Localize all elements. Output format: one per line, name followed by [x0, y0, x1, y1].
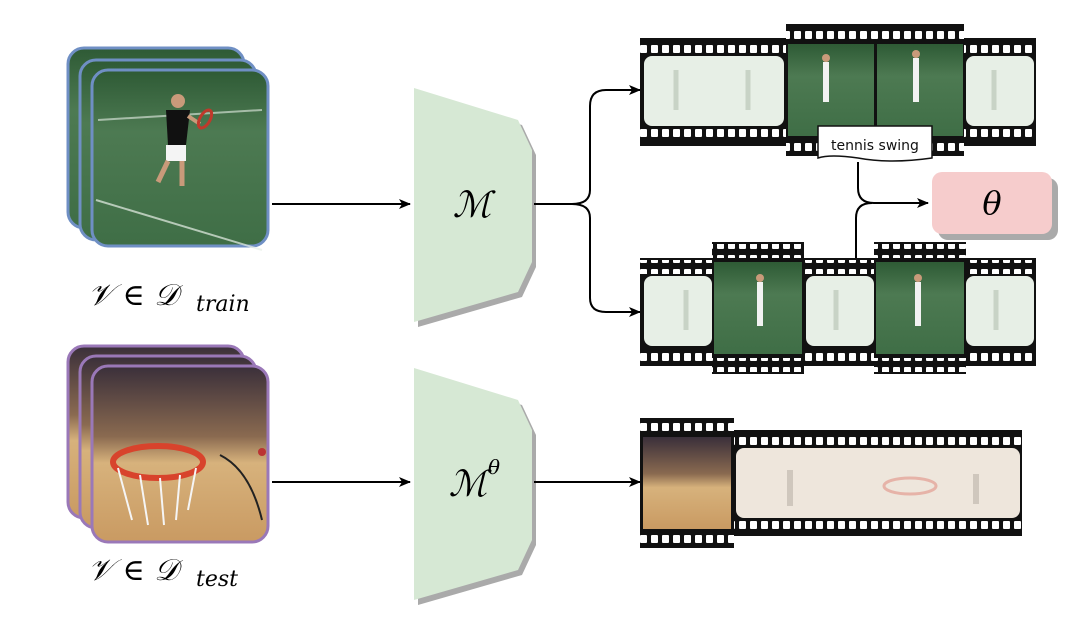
svg-text:ℳ: ℳ — [449, 464, 492, 505]
theta-parameter-box: θ — [932, 172, 1058, 240]
film-strip-icon — [640, 418, 1022, 548]
svg-text:ℳ: ℳ — [453, 185, 496, 226]
adapted-model-block: ℳ θ — [414, 368, 536, 605]
model-block: ℳ — [414, 88, 536, 327]
basketball-hoop-figure — [110, 443, 266, 526]
arrow-icon — [272, 85, 929, 487]
svg-text:θ: θ — [982, 184, 1001, 222]
test-set-label: 𝒱 ∈ 𝒟 test — [88, 553, 238, 592]
svg-text:𝒱 ∈ 𝒟: 𝒱 ∈ 𝒟 — [88, 278, 183, 313]
action-caption: tennis swing — [817, 125, 933, 162]
svg-text:tennis swing: tennis swing — [831, 138, 919, 154]
svg-text:train: train — [196, 292, 250, 317]
svg-text:test: test — [196, 567, 238, 592]
train-video-stack — [66, 46, 270, 251]
svg-text:𝒱 ∈ 𝒟: 𝒱 ∈ 𝒟 — [88, 553, 183, 588]
tennis-player-figure — [155, 94, 214, 186]
train-set-label: 𝒱 ∈ 𝒟 train — [88, 278, 250, 317]
svg-text:θ: θ — [488, 455, 500, 479]
test-video-stack — [66, 344, 270, 544]
film-strip-icon — [640, 242, 1036, 374]
